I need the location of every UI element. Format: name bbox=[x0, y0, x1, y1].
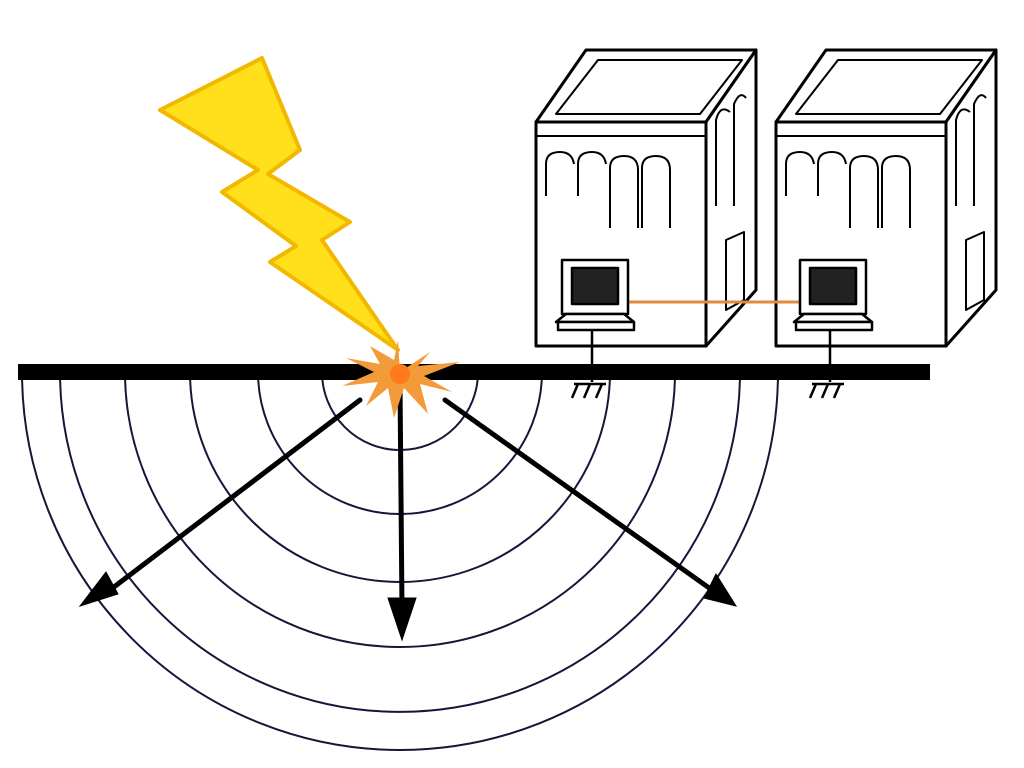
arrow-down-left bbox=[78, 397, 363, 607]
building-icon bbox=[774, 48, 998, 348]
potential-ring-5 bbox=[59, 371, 741, 713]
current-arrows bbox=[78, 382, 738, 642]
ground-symbol-icon bbox=[570, 330, 606, 399]
potential-ring-4 bbox=[124, 371, 676, 648]
lightning-bolt-icon bbox=[158, 56, 400, 352]
arrow-down bbox=[387, 382, 417, 642]
ground-symbol-icon bbox=[808, 330, 844, 399]
potential-ring-6 bbox=[21, 371, 779, 751]
ground-line bbox=[18, 364, 930, 380]
computer-icon bbox=[554, 258, 636, 332]
starburst-icon bbox=[342, 340, 460, 418]
computer-icon bbox=[792, 258, 874, 332]
arrow-down-right bbox=[442, 397, 738, 607]
